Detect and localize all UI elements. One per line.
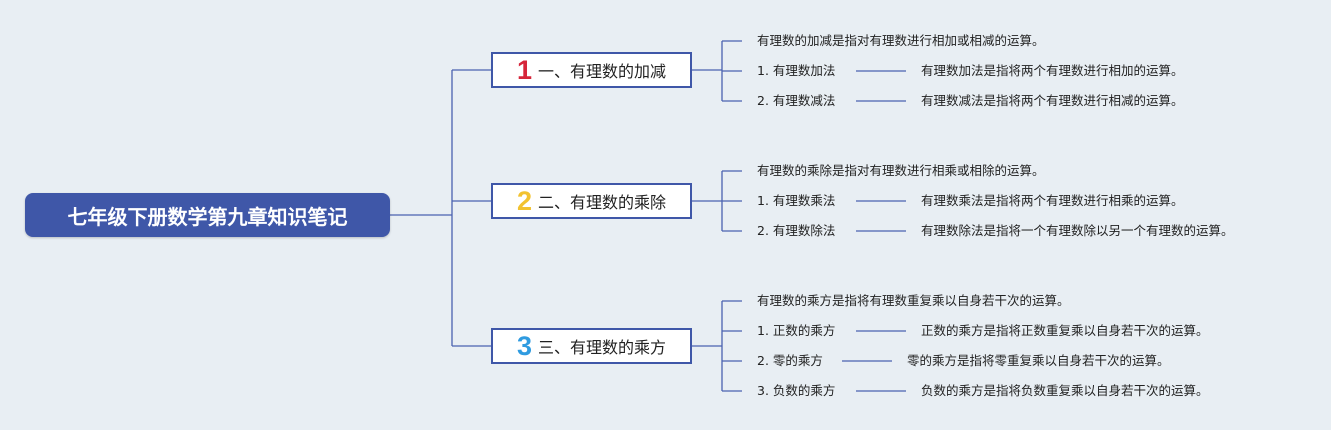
branch-3-connector <box>692 300 742 392</box>
branch-node-1[interactable]: 1 一、有理数的加减 <box>491 52 692 88</box>
root-node[interactable]: 七年级下册数学第九章知识笔记 <box>25 193 390 237</box>
branch-2-item-2-label: 2. 有理数除法 <box>757 223 836 238</box>
branch-3-item-3-label: 3. 负数的乘方 <box>757 383 836 398</box>
number-1-icon: 1 <box>516 54 532 85</box>
branch-1-connector <box>692 40 742 102</box>
number-3-icon: 3 <box>516 330 532 361</box>
root-connector <box>390 69 491 347</box>
branch-2-title: 二、有理数的乘除 <box>538 193 667 212</box>
branch-2-connector <box>692 170 742 232</box>
branch-1-summary: 有理数的加减是指对有理数进行相加或相减的运算。 <box>757 33 1045 48</box>
branch-2-item-1-desc: 有理数乘法是指将两个有理数进行相乘的运算。 <box>921 193 1184 208</box>
branch-3-item-3-desc: 负数的乘方是指将负数重复乘以自身若干次的运算。 <box>921 383 1209 398</box>
number-2-icon: 2 <box>516 185 532 216</box>
branch-1-title: 一、有理数的加减 <box>538 62 667 81</box>
branch-node-3[interactable]: 3 三、有理数的乘方 <box>491 328 692 364</box>
root-title: 七年级下册数学第九章知识笔记 <box>67 204 348 229</box>
branch-1-item-2-desc: 有理数减法是指将两个有理数进行相减的运算。 <box>921 93 1184 108</box>
branch-1-item-1-desc: 有理数加法是指将两个有理数进行相加的运算。 <box>921 63 1184 78</box>
branch-3-item-2-label: 2. 零的乘方 <box>757 353 823 368</box>
branch-2-item-1-label: 1. 有理数乘法 <box>757 193 836 208</box>
branch-3-summary: 有理数的乘方是指将有理数重复乘以自身若干次的运算。 <box>757 293 1070 308</box>
branch-node-2[interactable]: 2 二、有理数的乘除 <box>491 183 692 219</box>
branch-1-item-1-label: 1. 有理数加法 <box>757 63 836 78</box>
branch-3-item-2-desc: 零的乘方是指将零重复乘以自身若干次的运算。 <box>907 353 1170 368</box>
branch-2-summary: 有理数的乘除是指对有理数进行相乘或相除的运算。 <box>757 163 1045 178</box>
branch-2-item-2-desc: 有理数除法是指将一个有理数除以另一个有理数的运算。 <box>921 223 1234 238</box>
branch-3-title: 三、有理数的乘方 <box>538 338 667 357</box>
branch-3-item-1-desc: 正数的乘方是指将正数重复乘以自身若干次的运算。 <box>921 323 1209 338</box>
branch-1-item-2-label: 2. 有理数减法 <box>757 93 836 108</box>
branch-3-item-1-label: 1. 正数的乘方 <box>757 323 836 338</box>
